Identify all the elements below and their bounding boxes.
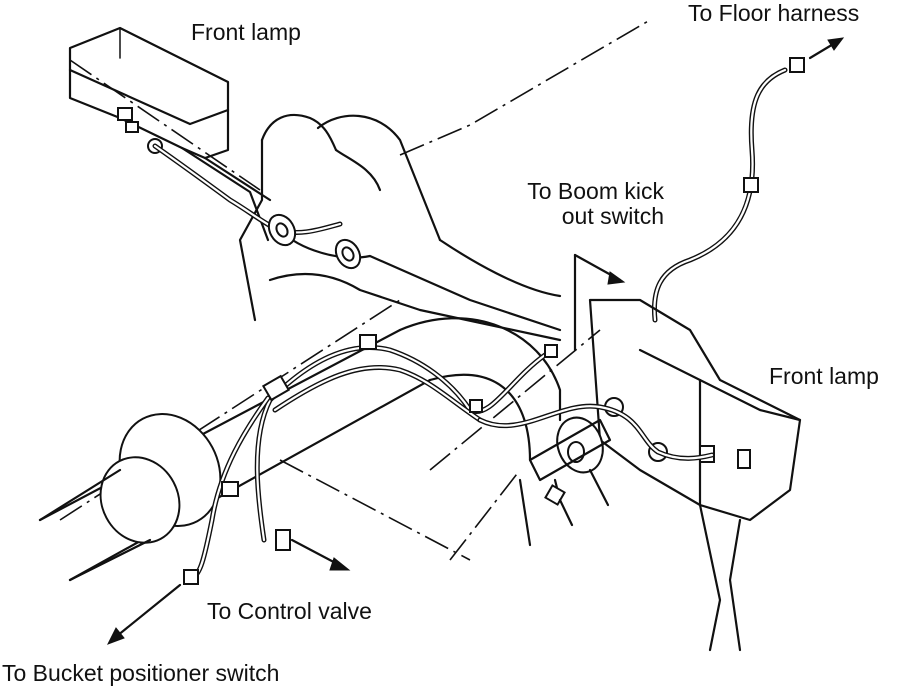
to-floor-harness-label: To Floor harness [688, 0, 860, 26]
to-bucket-positioner-label: To Bucket positioner switch [2, 660, 280, 686]
front-lamp-right-housing [588, 298, 802, 652]
upper-wiring [152, 143, 362, 270]
to-control-valve-label: To Control valve [207, 598, 372, 624]
front-lamp-left-housing [68, 26, 230, 160]
frame-upper [180, 113, 562, 342]
to-boom-kick-label-line2: out switch [561, 203, 664, 229]
boom-kick-switch [518, 253, 626, 547]
to-boom-kick-label-line1: To Boom kick [527, 178, 664, 204]
front-lamp-right-label: Front lamp [769, 363, 879, 389]
floor-harness-wire [651, 37, 845, 323]
direction-arrows [106, 538, 351, 645]
front-lamp-left-label: Front lamp [191, 19, 301, 45]
guide-lines [59, 19, 651, 561]
boom-cylinder [38, 317, 562, 582]
main-harness [183, 334, 715, 585]
